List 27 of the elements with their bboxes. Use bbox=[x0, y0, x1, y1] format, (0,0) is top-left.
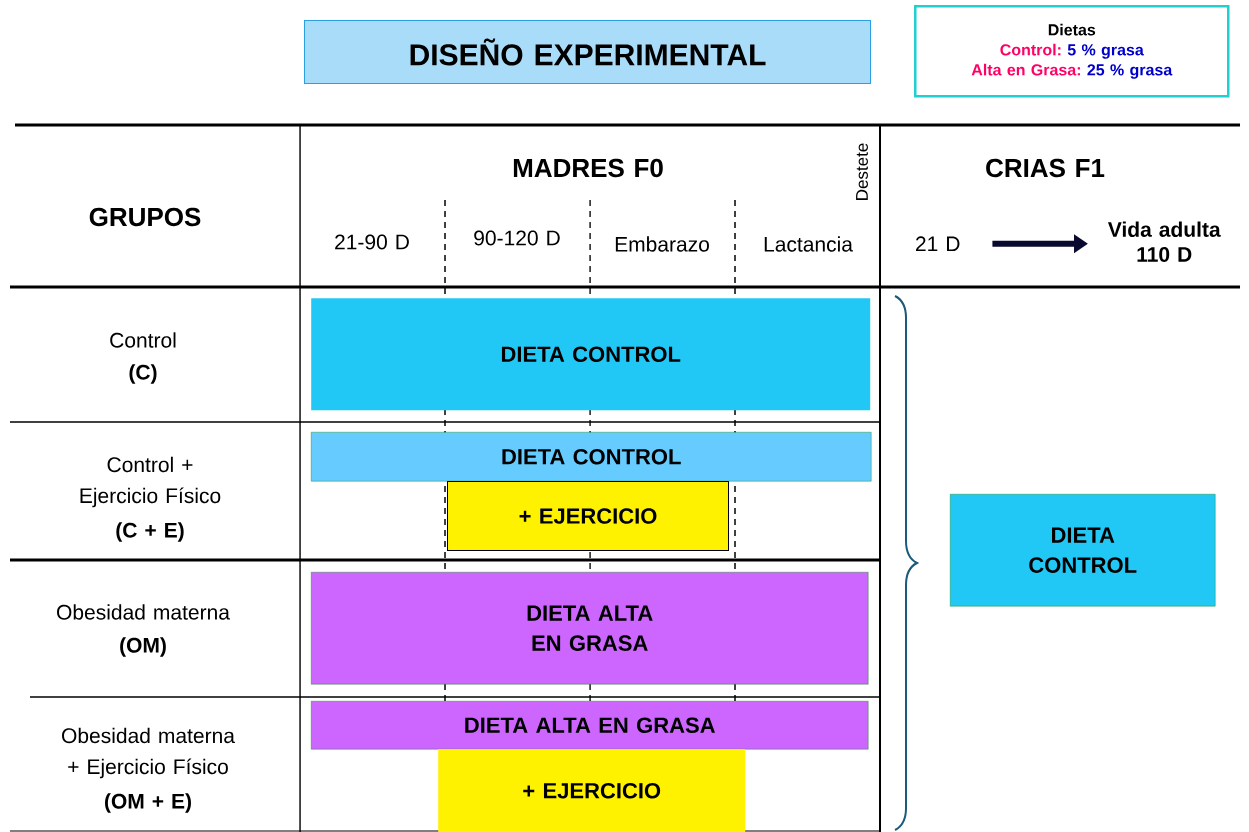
diet-bar: DIETA CONTROL bbox=[311, 298, 871, 411]
group-code: (C + E) bbox=[116, 522, 184, 542]
column-heading: CRIAS F1 bbox=[986, 158, 1105, 178]
diet-bar: DIETA CONTROL bbox=[950, 494, 1216, 607]
group-code: (OM) bbox=[120, 637, 166, 657]
period-label: 21-90 D bbox=[335, 234, 409, 250]
stage-label: Destete bbox=[856, 143, 868, 200]
title-box: DISEÑO EXPERIMENTAL bbox=[304, 20, 871, 84]
period-label: 21 D bbox=[916, 236, 960, 252]
exercise-bar: + EJERCICIO bbox=[447, 481, 729, 551]
column-heading: GRUPOS bbox=[89, 207, 201, 227]
column-heading: MADRES F0 bbox=[513, 158, 663, 178]
period-label: Lactancia bbox=[764, 236, 853, 252]
diet-bar: DIETA CONTROL bbox=[311, 432, 872, 482]
legend-box: Dietas Control: 5 % grasa Alta en Grasa: 25 % grasa bbox=[914, 5, 1230, 98]
group-label: Control + Ejercicio Físico bbox=[80, 456, 221, 508]
period-label: 90-120 D bbox=[474, 230, 560, 246]
period-label: Embarazo bbox=[615, 236, 709, 252]
period-label: Vida adulta 110 D bbox=[1107, 221, 1221, 262]
diet-bar: DIETA ALTA EN GRASA bbox=[311, 572, 869, 685]
group-label: Obesidad materna bbox=[57, 604, 230, 620]
exercise-bar: + EJERCICIO bbox=[438, 749, 746, 832]
group-code: (OM + E) bbox=[105, 793, 191, 813]
group-code: (C) bbox=[129, 364, 157, 384]
group-label: Control bbox=[110, 332, 176, 348]
group-label: Obesidad materna + Ejercicio Físico bbox=[62, 727, 235, 779]
diet-bar: DIETA ALTA EN GRASA bbox=[311, 701, 869, 750]
